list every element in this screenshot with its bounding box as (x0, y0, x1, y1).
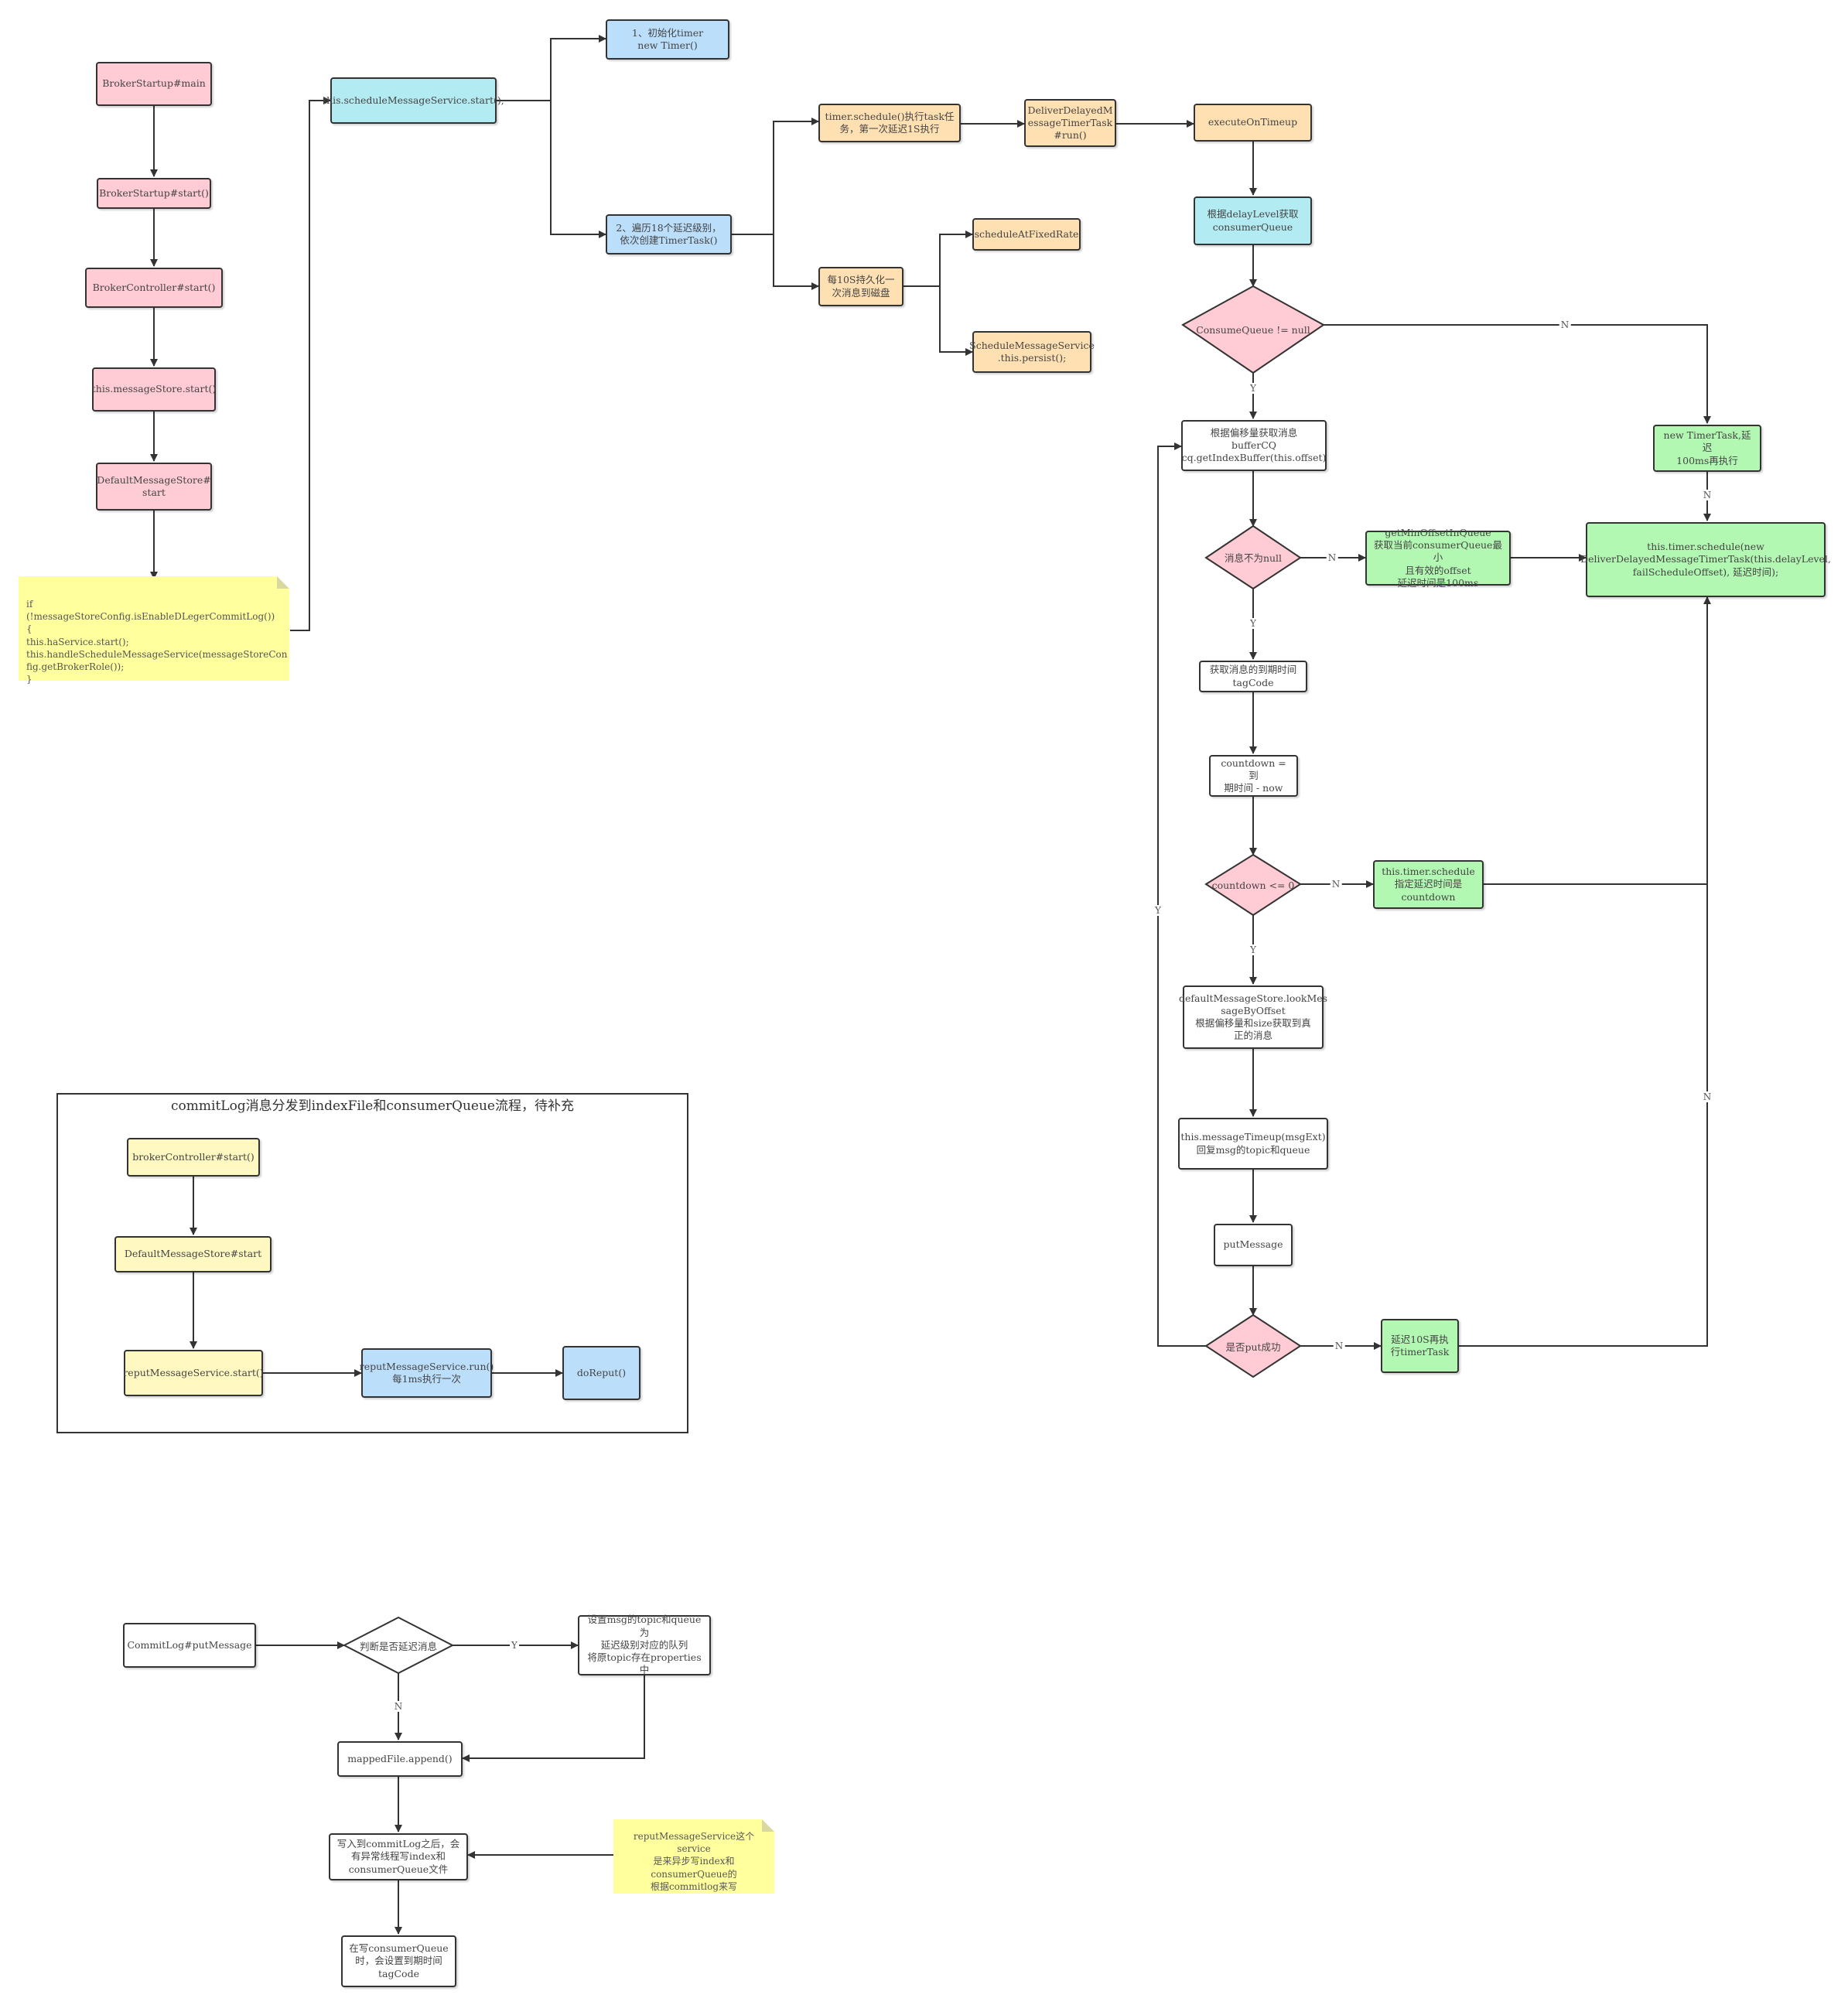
edge-persist-to-fixedrate (904, 231, 973, 287)
reput-frame (56, 1093, 688, 1433)
node-timer-schedule-new[interactable]: this.timer.schedule(new DeliverDelayedMe… (1580, 522, 1831, 597)
edge-label-countdown-yes: Y (1249, 944, 1258, 955)
reput-frame-title: commitLog消息分发到indexFile和consumerQueue流程，… (171, 1098, 574, 1114)
edge-label-msg-no: N (1326, 552, 1338, 563)
edge-diamond-cq-no (1324, 324, 1711, 424)
node-broker-start[interactable]: BrokerStartup#start() (97, 178, 211, 209)
node-schedule-fixed-rate[interactable]: scheduleAtFixedRate (972, 218, 1081, 251)
edge-iterate-to-timer (732, 118, 819, 235)
node-broker-main[interactable]: BrokerStartup#main (96, 62, 212, 106)
note-reput-service: reputMessageService这个service 是来异步写index和… (613, 1819, 774, 1894)
node-controller-start[interactable]: BrokerController#start() (85, 268, 223, 308)
diamond-cq-not-null (1181, 285, 1325, 374)
node-get-min-offset[interactable]: getMinOffsetInQueue 获取当前consumerQueue最小 … (1365, 527, 1511, 589)
node-reput-start[interactable]: reputMessageService.start() (123, 1350, 264, 1396)
diamond-put-success (1204, 1313, 1302, 1378)
node-message-store-start[interactable]: this.messageStore.start() (92, 367, 216, 412)
edge-label-main-no: N (1701, 1091, 1713, 1102)
node-init-timer[interactable]: 1、初始化timer new Timer() (606, 19, 729, 60)
node-get-expire-time[interactable]: 获取消息的到期时间 tagCode (1199, 661, 1307, 692)
diamond-msg-not-null (1204, 524, 1302, 590)
node-look-message[interactable]: defaultMessageStore.lookMes sageByOffset… (1179, 985, 1327, 1049)
diamond-is-delay (342, 1616, 455, 1675)
node-frame-default-store[interactable]: DefaultMessageStore#start (114, 1236, 272, 1272)
node-retry-10s[interactable]: 延迟10S再执 行timerTask (1381, 1319, 1459, 1373)
node-countdown-calc[interactable]: countdown = 到 期时间 - now (1209, 755, 1298, 797)
edge-note-to-schedule (290, 97, 331, 631)
edge-persist-to-persistcall (939, 286, 973, 356)
node-schedule-start[interactable]: this.scheduleMessageService.start(); (323, 77, 504, 124)
label-msg-not-null: 消息不为null (1224, 552, 1283, 564)
node-timer-schedule-countdown[interactable]: this.timer.schedule 指定延迟时间是 countdown (1373, 860, 1484, 909)
node-persist-10s[interactable]: 每10S持久化一 次消息到磁盘 (818, 267, 904, 306)
label-cq-not-null: ConsumeQueue != null (1196, 323, 1310, 336)
edge-label-success-yes: Y (1153, 905, 1163, 916)
node-message-timeup[interactable]: this.messageTimeup(msgExt) 回复msg的topic和q… (1178, 1118, 1328, 1170)
edge-label-delay-yes: Y (510, 1640, 519, 1651)
edge-label-success-no: N (1333, 1341, 1345, 1351)
edge-success-yes-loop (1157, 442, 1207, 1347)
label-countdown-check: countdown <= 0 (1211, 879, 1295, 891)
note-ha-service: if (!messageStoreConfig.isEnableDLegerCo… (19, 576, 289, 685)
node-put-message[interactable]: putMessage (1214, 1224, 1293, 1266)
node-write-commitlog[interactable]: 写入到commitLog之后，会 有异常线程写index和 consumerQu… (329, 1833, 468, 1880)
node-frame-controller[interactable]: brokerController#start() (127, 1138, 260, 1177)
node-set-topic-queue[interactable]: 设置msg的topic和queue为 延迟级别对应的队列 将原topic存在pr… (578, 1614, 711, 1675)
node-default-store-start[interactable]: DefaultMessageStore# start (96, 463, 212, 511)
node-timer-schedule[interactable]: timer.schedule()执行task任 务，第一次延迟1S执行 (818, 104, 961, 142)
node-write-consumer-queue[interactable]: 在写consumerQueue 时，会设置到期时间 tagCode (341, 1935, 456, 1987)
label-put-success: 是否put成功 (1225, 1341, 1281, 1353)
edge-retry-to-schedule (1459, 596, 1711, 1347)
node-iterate-levels[interactable]: 2、遍历18个延迟级别， 依次创建TimerTask() (606, 214, 732, 254)
node-execute-on-timeup[interactable]: executeOnTimeup (1194, 104, 1312, 142)
node-new-timertask[interactable]: new TimerTask,延迟 100ms再执行 (1653, 425, 1761, 472)
node-persist-call[interactable]: ScheduleMessageService .this.persist(); (969, 331, 1095, 373)
node-reput-run[interactable]: reputMessageService.run() 每1ms执行一次 (360, 1348, 494, 1398)
label-is-delay: 判断是否延迟消息 (359, 1640, 437, 1652)
edge-label-newtask-no: N (1701, 490, 1713, 500)
edge-settopic-to-append (462, 1675, 645, 1762)
node-deliver-task[interactable]: DeliverDelayedM essageTimerTask #run() (1024, 99, 1116, 147)
edge-iterate-to-persist (773, 234, 819, 290)
node-get-consumer-queue[interactable]: 根据delayLevel获取 consumerQueue (1194, 196, 1312, 245)
edge-label-msg-yes: Y (1249, 618, 1258, 629)
node-get-buffer[interactable]: 根据偏移量获取消息 bufferCQ cq.getIndexBuffer(thi… (1181, 420, 1327, 471)
edge-schedule-to-iterate (550, 101, 606, 235)
node-do-reput[interactable]: doReput() (562, 1346, 640, 1400)
edge-label-cq-yes: Y (1249, 383, 1258, 394)
edge-label-delay-no: N (392, 1701, 405, 1712)
edge-label-cq-no: N (1559, 319, 1571, 330)
diamond-countdown (1204, 853, 1302, 917)
edge-label-countdown-no: N (1330, 879, 1342, 890)
node-mapped-append[interactable]: mappedFile.append() (337, 1741, 463, 1777)
edge-schedule-to-init (497, 35, 606, 101)
node-commitlog-put[interactable]: CommitLog#putMessage (123, 1623, 256, 1668)
